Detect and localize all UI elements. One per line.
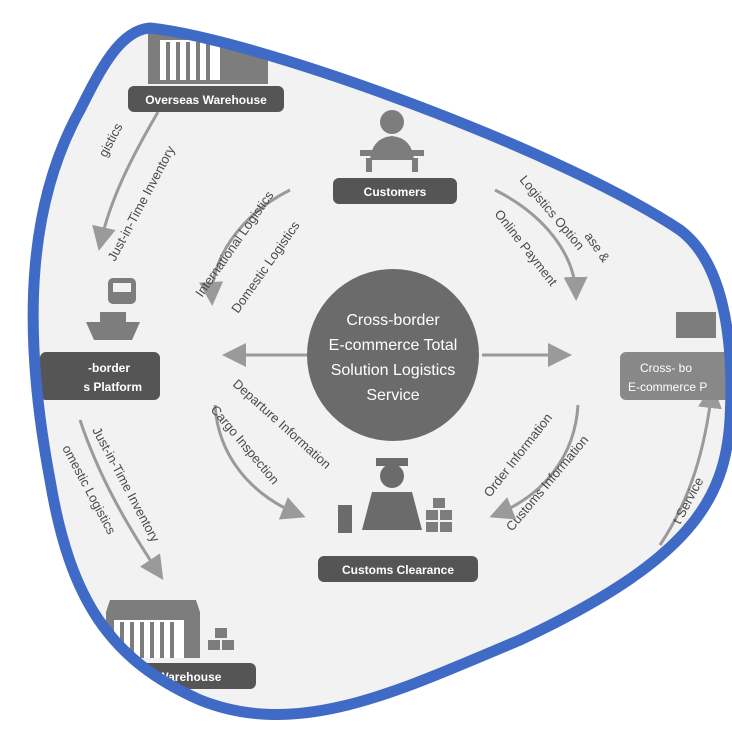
arc-arrow-bottom-left [213, 404, 306, 520]
overseas-warehouse-box [128, 86, 284, 112]
platform-left-line1: -border [88, 361, 130, 375]
laptop-icon [676, 312, 716, 338]
customers-label: Customers [364, 185, 427, 199]
arc-arrow-bottom-right [489, 404, 580, 520]
train-icon [108, 278, 136, 304]
center-line-1: Cross-border [346, 312, 440, 329]
platform-right-box [620, 352, 731, 400]
person-at-desk-icon [360, 110, 424, 172]
platform-left-box [40, 352, 160, 400]
arc-arrow-top-left [199, 188, 291, 306]
customers-box [333, 178, 457, 204]
center-line-4: Service [366, 387, 419, 404]
customs-clearance-label: Customs Clearance [342, 563, 454, 577]
center-line-2: E-commerce Total [329, 337, 458, 354]
arc-arrow-right-service [658, 384, 722, 546]
platform-right-line2: E-commerce P [628, 380, 707, 394]
platform-right-line1: Cross- bo [640, 361, 692, 375]
arc-arrow-overseas [92, 111, 160, 251]
arc-arrow-top-right [494, 188, 588, 301]
customs-officer-icon [338, 458, 422, 533]
center-line-3: Solution Logistics [331, 362, 456, 379]
blue-frame-outline [27, 22, 732, 721]
boxes-icon [426, 498, 452, 532]
center-circle [307, 269, 479, 441]
ship-icon [86, 312, 140, 340]
overseas-warehouse-label: Overseas Warehouse [145, 93, 267, 107]
platform-left-line2: s Platform [83, 380, 142, 394]
arc-arrow-inland [78, 419, 164, 580]
customs-clearance-box [318, 556, 478, 582]
